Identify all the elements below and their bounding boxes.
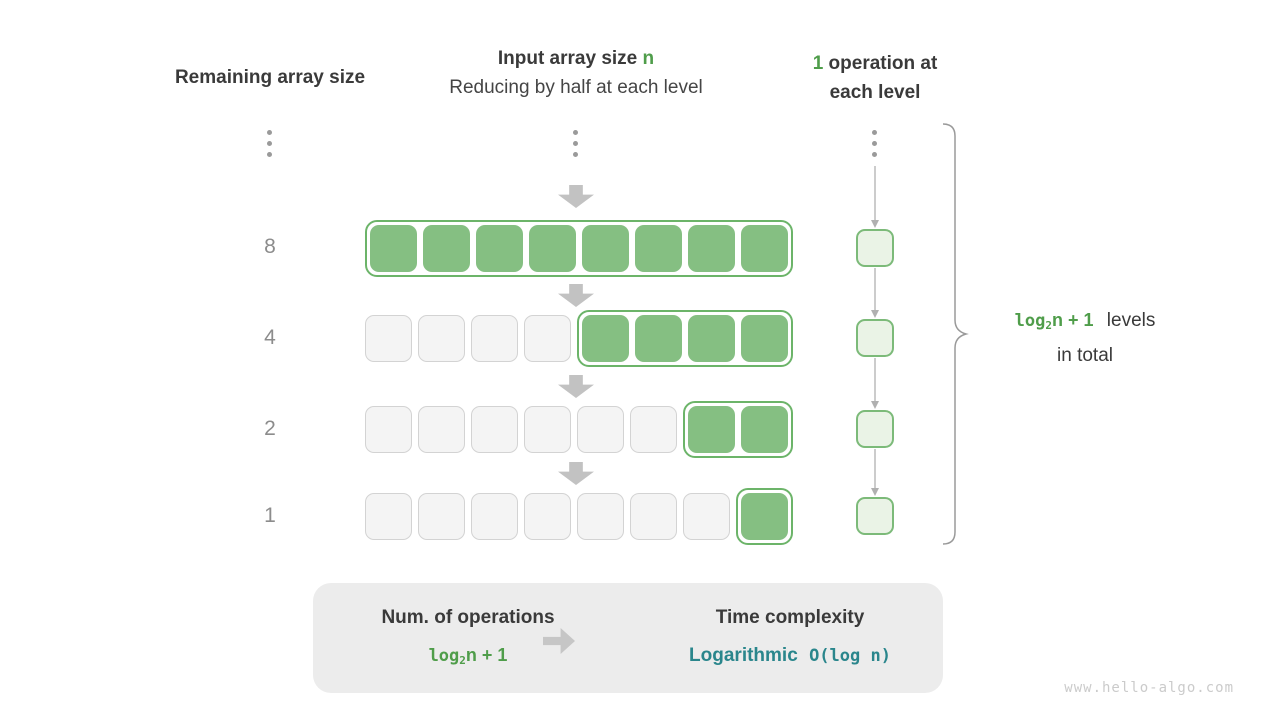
active-subarray bbox=[683, 401, 793, 458]
log-formula: log2n + 1 bbox=[428, 645, 508, 667]
num-operations-formula: log2n + 1 bbox=[333, 645, 603, 667]
operations-connector-arrows bbox=[871, 166, 879, 496]
dot bbox=[267, 141, 272, 146]
levels-total-label: log2n + 1 levels in total bbox=[972, 305, 1198, 371]
levels-text: levels bbox=[1106, 310, 1156, 331]
operation-square bbox=[856, 319, 894, 357]
array-cell-active bbox=[582, 225, 629, 272]
array-cell-inactive bbox=[418, 406, 465, 453]
dot bbox=[267, 152, 272, 157]
array-cell-inactive bbox=[577, 493, 624, 540]
down-arrow-icon bbox=[558, 375, 594, 398]
complexity-big-o: O(log n) bbox=[809, 646, 891, 666]
log-formula: log2n + 1 bbox=[1014, 310, 1094, 332]
array-cell-active bbox=[688, 315, 735, 362]
array-cell-inactive bbox=[577, 406, 624, 453]
array-cell-inactive bbox=[524, 406, 571, 453]
highlight-1: 1 bbox=[812, 53, 824, 74]
levels-line1: log2n + 1 levels bbox=[972, 305, 1198, 341]
array-cell-inactive bbox=[471, 315, 518, 362]
dot bbox=[872, 152, 877, 157]
array-cell-active bbox=[741, 225, 788, 272]
row-size-label-1: 1 bbox=[264, 504, 276, 527]
dot bbox=[573, 130, 578, 135]
array-row-size-4 bbox=[365, 310, 793, 367]
array-cell-active bbox=[688, 406, 735, 453]
levels-line2: in total bbox=[1057, 345, 1113, 366]
array-cell-active bbox=[635, 315, 682, 362]
time-complexity-value: Logarithmic O(log n) bbox=[655, 645, 925, 667]
ellipsis-right bbox=[872, 130, 877, 157]
array-cell-active bbox=[476, 225, 523, 272]
array-cell-active bbox=[741, 493, 788, 540]
row-size-label-8: 8 bbox=[264, 235, 276, 258]
ellipsis-center bbox=[573, 130, 578, 157]
header-operations: 1 operation at each level bbox=[775, 49, 975, 107]
array-cell-inactive bbox=[524, 493, 571, 540]
dot bbox=[267, 130, 272, 135]
header-input-array-title: Input array size n bbox=[497, 48, 655, 69]
header-input-array: Input array size n Reducing by half at e… bbox=[396, 44, 756, 102]
operation-square bbox=[856, 229, 894, 267]
summary-box: Num. of operations log2n + 1 Time comple… bbox=[313, 583, 943, 693]
array-cell-active bbox=[741, 315, 788, 362]
time-complexity-title: Time complexity bbox=[715, 607, 865, 628]
array-cell-inactive bbox=[418, 493, 465, 540]
array-row-size-1 bbox=[365, 488, 793, 545]
active-subarray bbox=[736, 488, 793, 545]
header-input-array-subtitle: Reducing by half at each level bbox=[449, 77, 703, 98]
down-arrow-icon bbox=[558, 185, 594, 208]
watermark: www.hello-algo.com bbox=[1064, 680, 1234, 696]
array-cell-inactive bbox=[418, 315, 465, 362]
array-cell-inactive bbox=[630, 406, 677, 453]
array-cell-active bbox=[688, 225, 735, 272]
array-cell-inactive bbox=[365, 493, 412, 540]
array-cell-active bbox=[741, 406, 788, 453]
down-arrow-icon bbox=[558, 284, 594, 307]
array-cell-inactive bbox=[471, 406, 518, 453]
array-cell-inactive bbox=[683, 493, 730, 540]
dot bbox=[872, 141, 877, 146]
header-operations-line1: 1 operation at bbox=[812, 53, 938, 74]
dot bbox=[573, 152, 578, 157]
levels-brace bbox=[942, 123, 969, 545]
active-subarray bbox=[577, 310, 793, 367]
array-cell-active bbox=[635, 225, 682, 272]
complexity-name: Logarithmic bbox=[689, 645, 798, 666]
row-size-label-2: 2 bbox=[264, 417, 276, 440]
array-cell-active bbox=[529, 225, 576, 272]
array-cell-inactive bbox=[365, 315, 412, 362]
operation-square bbox=[856, 497, 894, 535]
highlight-n: n bbox=[642, 48, 655, 69]
header-operations-line2: each level bbox=[829, 82, 921, 103]
header-remaining-array-size: Remaining array size bbox=[174, 67, 366, 88]
dot bbox=[872, 130, 877, 135]
num-operations-title: Num. of operations bbox=[381, 607, 555, 628]
row-size-label-4: 4 bbox=[264, 326, 276, 349]
active-subarray bbox=[365, 220, 793, 277]
array-row-size-2 bbox=[365, 401, 793, 458]
array-cell-inactive bbox=[365, 406, 412, 453]
array-row-size-8 bbox=[365, 220, 793, 277]
array-cell-active bbox=[582, 315, 629, 362]
down-arrow-icon bbox=[558, 462, 594, 485]
array-cell-inactive bbox=[630, 493, 677, 540]
array-cell-active bbox=[423, 225, 470, 272]
array-cell-inactive bbox=[471, 493, 518, 540]
operation-square bbox=[856, 410, 894, 448]
dot bbox=[573, 141, 578, 146]
ellipsis-left bbox=[267, 130, 272, 157]
array-cell-inactive bbox=[524, 315, 571, 362]
array-cell-active bbox=[370, 225, 417, 272]
